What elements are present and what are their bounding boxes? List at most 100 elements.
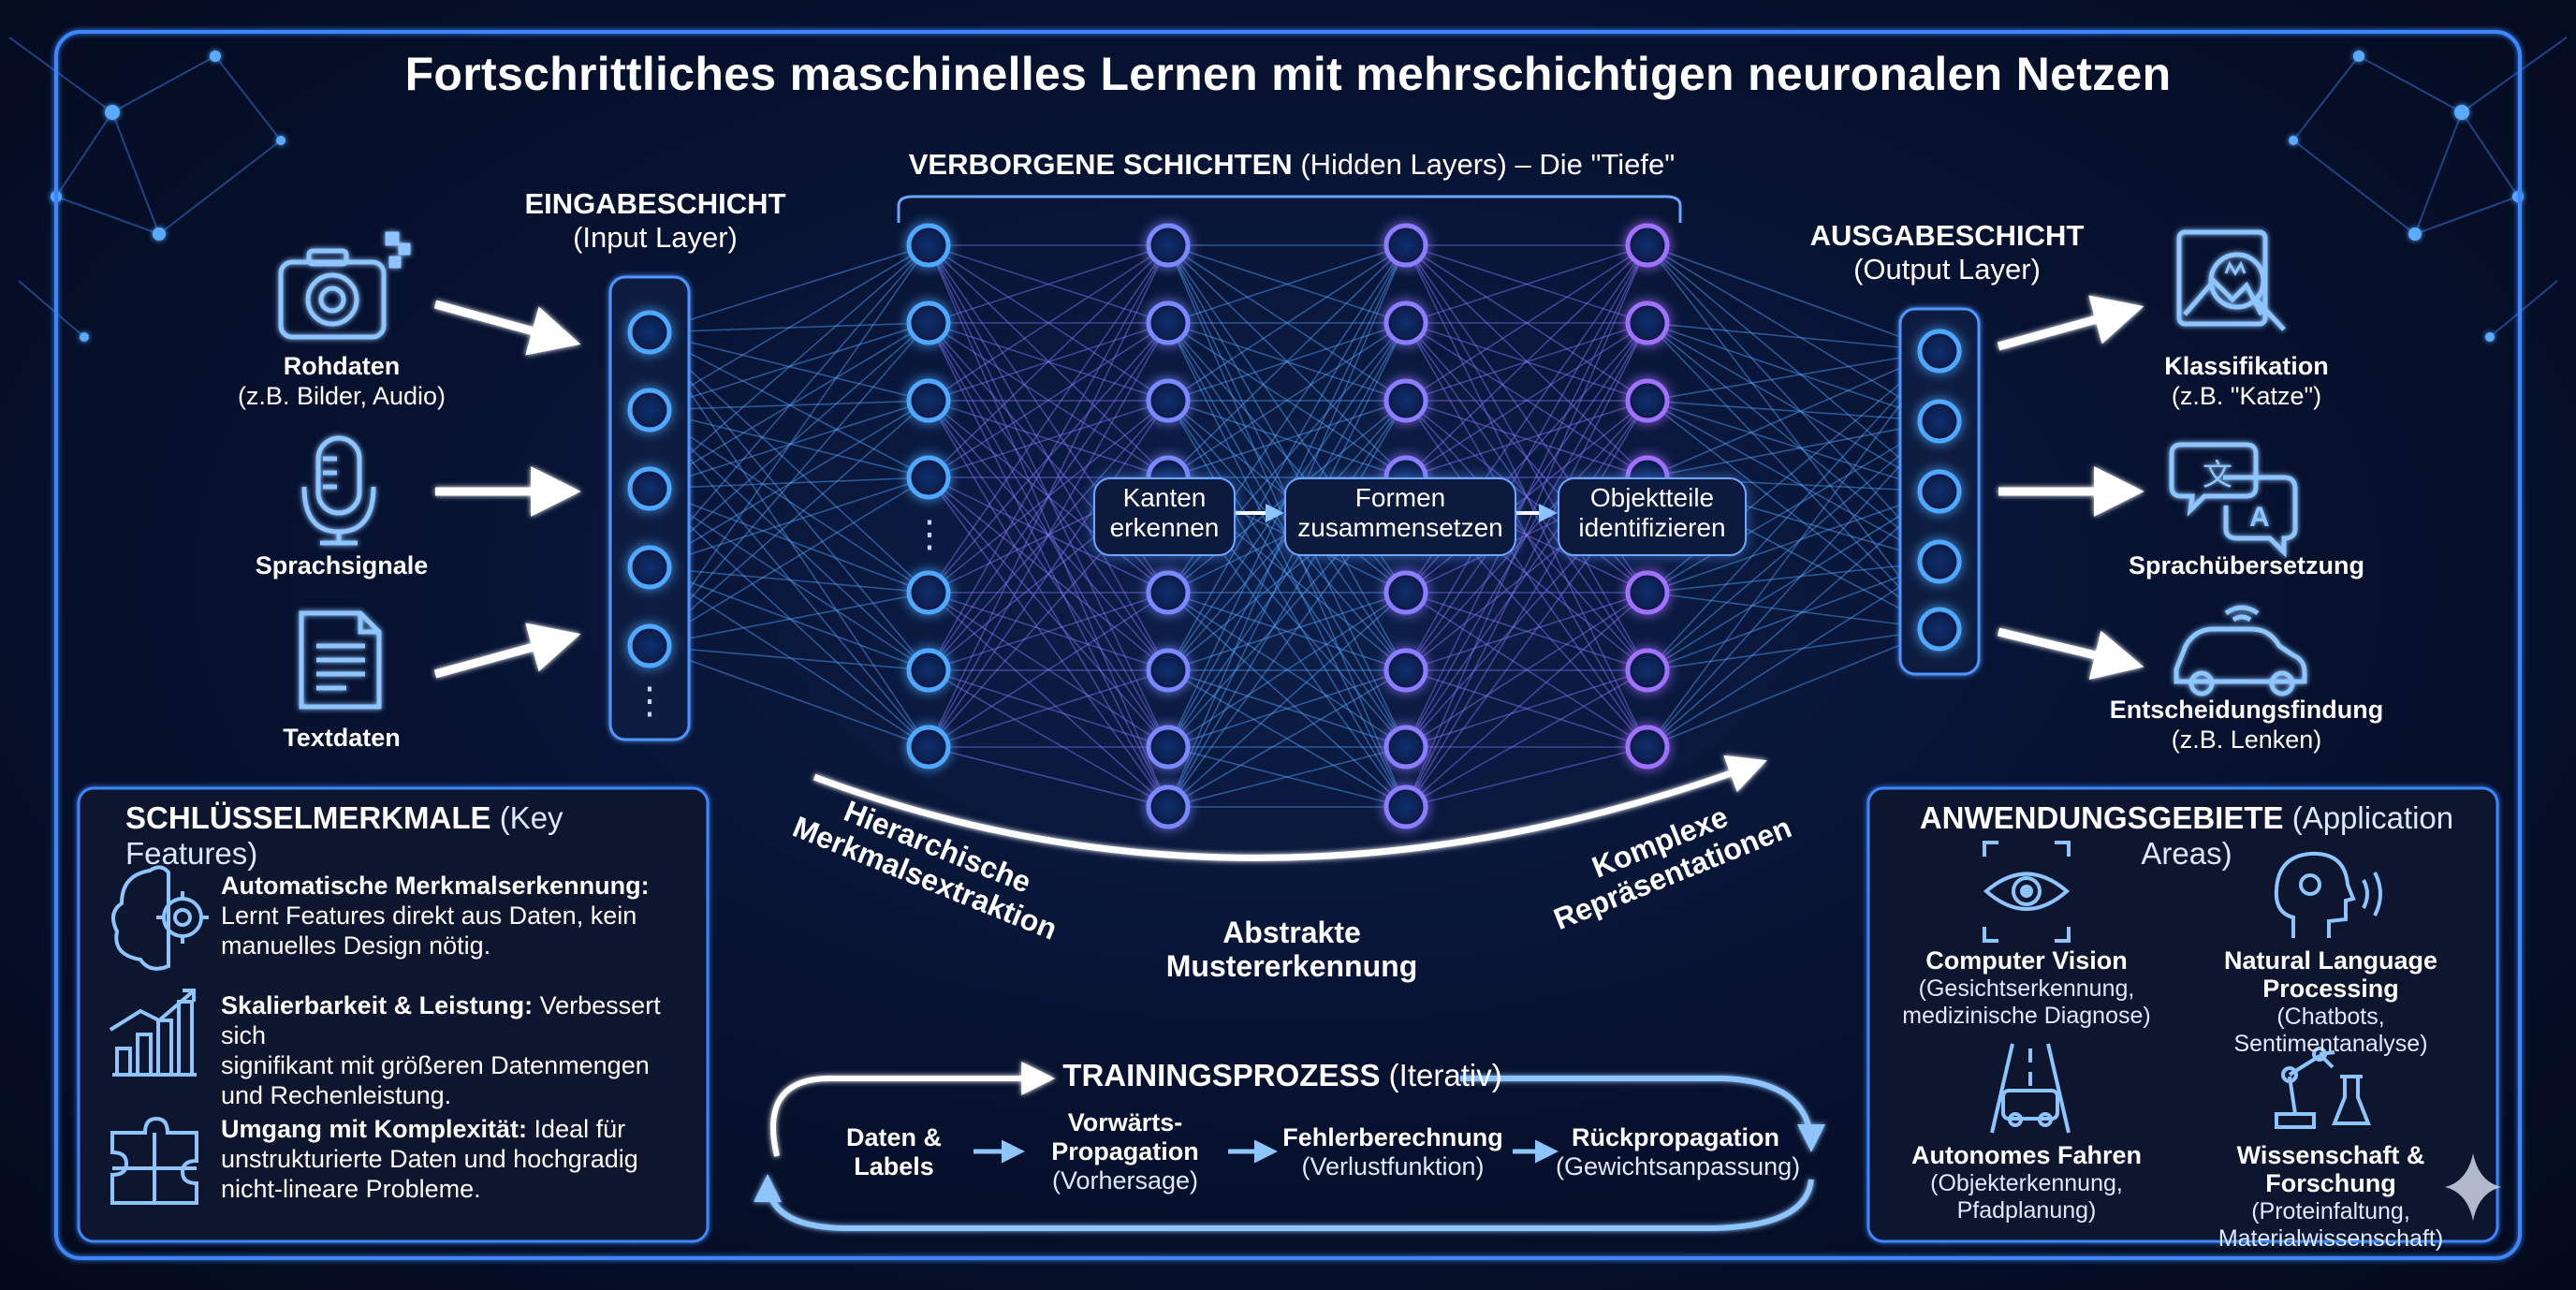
app-line1: (Gesichtserkennung, — [1918, 975, 2135, 1002]
connection-line — [1167, 592, 1407, 671]
neuron-node — [906, 725, 951, 770]
page-title: Fortschrittliches maschinelles Lernen mi… — [404, 48, 2172, 100]
connection-line — [649, 488, 929, 748]
connection-line — [649, 409, 929, 478]
neuron-node — [1146, 784, 1191, 829]
connection-line — [1167, 592, 1407, 808]
step-line2: identifizieren — [1578, 513, 1726, 542]
flow-line1: Abstrakte — [1222, 916, 1361, 949]
connection-line — [1647, 400, 1940, 422]
connection-line — [1167, 669, 1407, 748]
connection-line — [928, 244, 1169, 748]
connection-line — [928, 476, 1169, 808]
app-line1: (Chatbots, — [2276, 1004, 2385, 1030]
output-label: Klassifikation — [2164, 352, 2329, 380]
connection-line — [1647, 322, 1940, 422]
input-text: Textdaten — [206, 723, 477, 753]
robot-arm-flask-icon — [2275, 1047, 2371, 1129]
connection-line — [928, 322, 1169, 671]
connection-line — [1405, 244, 1648, 748]
head-speech-icon — [2274, 851, 2382, 938]
connection-line — [1167, 400, 1407, 748]
connection-line — [928, 322, 1169, 478]
sparkle-icon — [2445, 1153, 2501, 1221]
flow-label-abstract: Abstrakte Mustererkennung — [1142, 916, 1442, 983]
connection-line — [1647, 491, 1940, 671]
hidden-layers-title: VERBORGENE SCHICHTEN — [908, 148, 1293, 181]
connection-line — [928, 400, 1169, 671]
input-arrows — [433, 300, 581, 679]
hidden-ellipsis: ⋮ — [911, 514, 948, 555]
training-step-forward: Vorwärts- Propagation (Vorhersage) — [1022, 1108, 1228, 1195]
connection-line — [1647, 244, 1940, 630]
neuron-node — [627, 388, 672, 432]
step-line1: Formen — [1354, 483, 1446, 512]
feature-line2: manuelles Design nötig. — [221, 931, 491, 960]
connection-line — [1405, 322, 1648, 402]
connection-line — [1405, 400, 1648, 748]
neuron-node — [906, 378, 951, 423]
input-ellipsis: ⋮ — [631, 681, 668, 722]
train-line1: Daten & — [845, 1123, 942, 1151]
connection-line — [1405, 400, 1648, 478]
connection-line — [1405, 592, 1648, 808]
connection-line — [1647, 244, 1940, 352]
connection-line — [1647, 400, 1940, 563]
key-features-heading: SCHLÜSSELMERKMALE — [125, 800, 491, 835]
hidden-layers-header: VERBORGENE SCHICHTEN (Hidden Layers) – D… — [842, 148, 1741, 182]
app-name: Natural Language Processing — [2223, 946, 2438, 1003]
connection-line — [928, 592, 1169, 671]
input-sub: (z.B. Bilder, Audio) — [237, 382, 446, 410]
connection-line — [1405, 322, 1648, 748]
connection-line — [928, 400, 1169, 748]
output-label: Sprachübersetzung — [2128, 551, 2365, 579]
neuron-node — [1146, 301, 1191, 345]
connection-line — [1167, 669, 1407, 748]
applications-subtitle: (Application Areas) — [2141, 800, 2454, 871]
connection-line — [1167, 322, 1407, 402]
connection-line — [1647, 322, 1940, 563]
connection-line — [928, 400, 1169, 478]
connection-line — [1405, 244, 1648, 324]
input-layer-title: EINGABESCHICHT — [524, 187, 786, 220]
road-car-icon — [1990, 1043, 2071, 1134]
connection-line — [1647, 322, 1940, 630]
camera-icon — [278, 231, 411, 340]
applications-heading: ANWENDUNGSGEBIETE — [1919, 800, 2284, 835]
connection-line — [649, 566, 929, 671]
connection-line — [1405, 592, 1648, 671]
input-label: Rohdaten — [283, 352, 401, 380]
train-sub: (Vorhersage) — [1051, 1166, 1199, 1195]
connection-line — [928, 322, 1169, 594]
connection-line — [1647, 322, 1940, 352]
neuron-node — [1917, 399, 1962, 444]
output-layer-title: AUSGABESCHICHT — [1809, 219, 2085, 252]
connection-line — [1405, 322, 1648, 402]
connection-line — [1647, 244, 1940, 492]
connection-line — [1167, 322, 1407, 808]
connection-line — [649, 409, 929, 594]
connection-line — [928, 244, 1169, 808]
connection-line — [928, 400, 1169, 478]
neuron-node — [1383, 570, 1428, 615]
app-line2: Sentimentanalyse) — [2233, 1031, 2428, 1057]
connection-line — [1647, 322, 1940, 492]
connection-line — [928, 244, 1169, 324]
connection-line — [1405, 322, 1648, 808]
connection-line — [1405, 669, 1648, 748]
feature-line2: und Rechenleistung. — [221, 1081, 452, 1109]
train-line1: Fehlerberechnung — [1282, 1123, 1503, 1151]
connection-line — [1647, 561, 1940, 594]
connection-line — [1405, 400, 1648, 478]
image-search-icon — [2176, 229, 2286, 331]
connection-line — [649, 331, 929, 671]
connection-line — [649, 331, 929, 594]
neuron-node — [906, 570, 951, 615]
connection-line — [649, 331, 929, 748]
applications-panel — [1866, 786, 2499, 1243]
connection-line — [928, 669, 1169, 808]
hidden-step-objects: Objektteile identifizieren — [1558, 477, 1747, 556]
connection-line — [1405, 322, 1648, 671]
output-layer-subtitle: (Output Layer) — [1853, 253, 2041, 286]
connection-line — [928, 592, 1169, 808]
